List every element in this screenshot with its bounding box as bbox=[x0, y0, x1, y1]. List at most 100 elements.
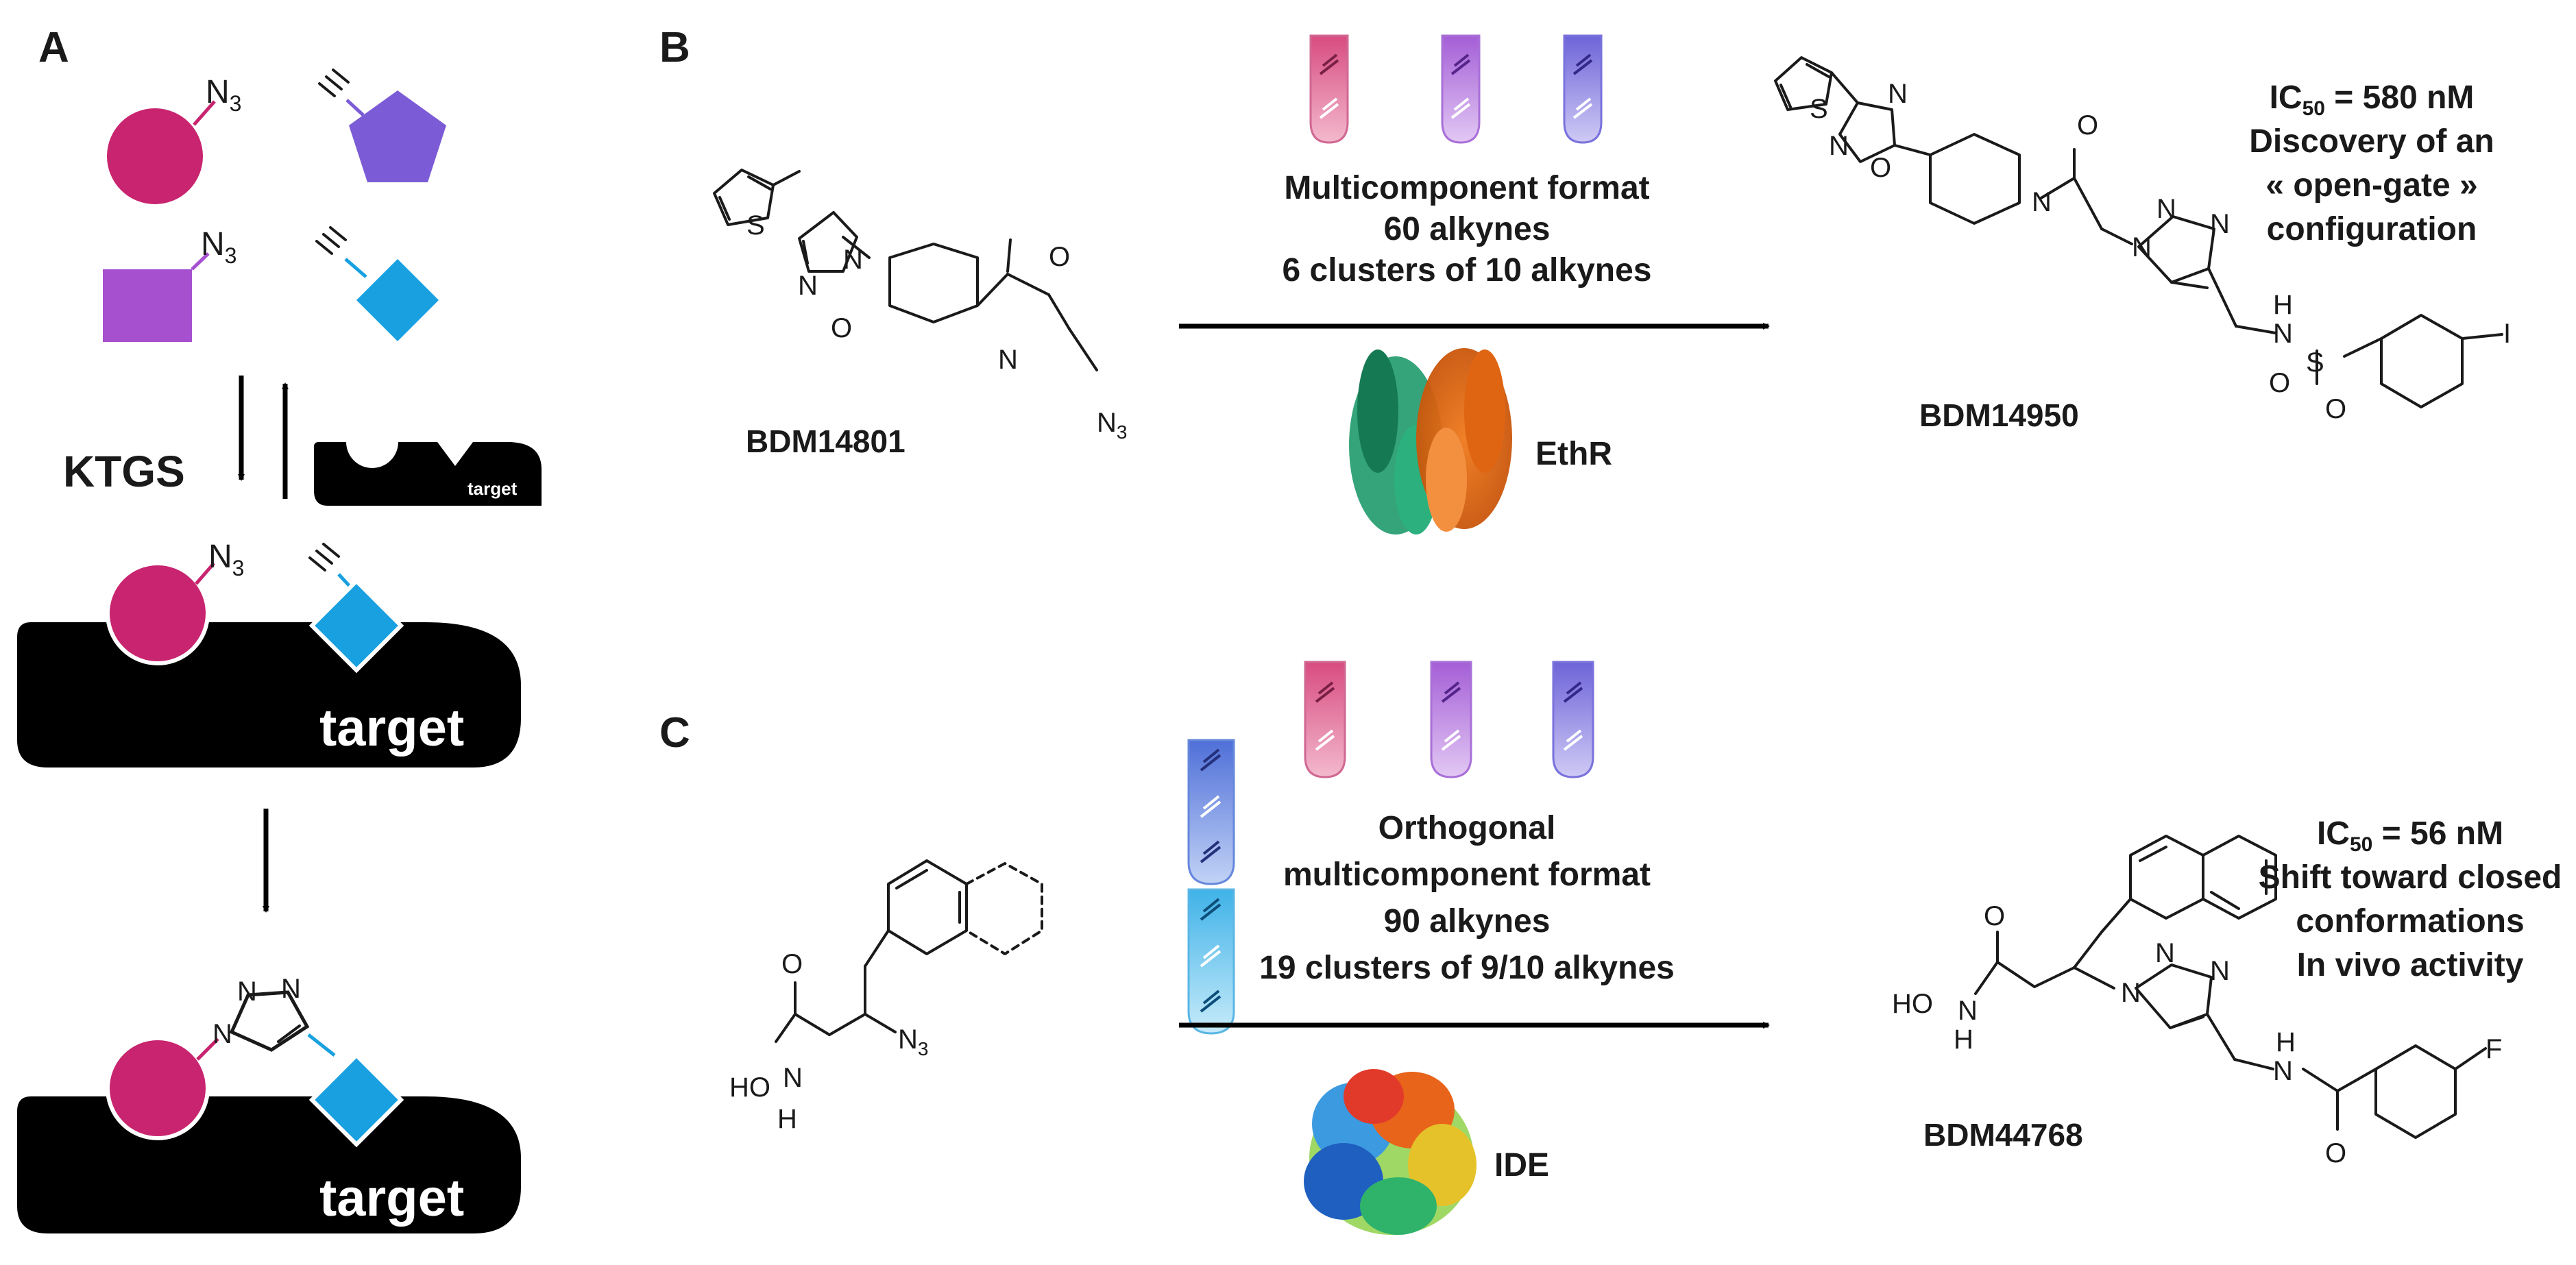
ethr-label: EthR bbox=[1535, 436, 1612, 472]
bound-azide-linker bbox=[195, 562, 215, 585]
bdm14801-structure bbox=[713, 169, 1098, 371]
bdm14801-s-atom: S bbox=[746, 210, 765, 241]
c-ic50: IC50 = 56 nM bbox=[2317, 815, 2503, 856]
alkyne-triple-bond-icon bbox=[318, 69, 350, 97]
bdm14801-o-atom: O bbox=[831, 313, 852, 343]
tube-violet-icon bbox=[1441, 34, 1481, 144]
c-tube-blue-icon bbox=[1187, 739, 1235, 885]
bdm14950-o-carbonyl: O bbox=[2077, 110, 2098, 140]
bound-blue-diamond bbox=[308, 578, 404, 674]
azide-linker-2 bbox=[191, 252, 210, 271]
ktgs-label: KTGS bbox=[63, 447, 185, 496]
c-tube-pink-icon bbox=[1304, 661, 1346, 778]
c-start-azide: N3 bbox=[898, 1024, 928, 1059]
target-label-2: target bbox=[319, 1169, 464, 1227]
bdm14950-n-atom-1: N bbox=[1888, 79, 1908, 109]
product-magenta-circle bbox=[106, 1036, 210, 1140]
bound-azide-label: N3 bbox=[208, 539, 244, 580]
c-start-ho: HO bbox=[729, 1072, 770, 1103]
c-format-line-4: 19 clusters of 9/10 alkynes bbox=[1259, 950, 1675, 986]
bdm44768-h: H bbox=[1954, 1024, 1973, 1055]
product-blue-diamond bbox=[308, 1052, 404, 1148]
b-note-1: Discovery of an bbox=[2249, 123, 2494, 160]
panel-c: C O HO N H N3 bbox=[659, 661, 2562, 1235]
triazole-n1: N bbox=[212, 1019, 232, 1049]
tube-indigo-icon bbox=[1563, 34, 1603, 144]
azide-linker bbox=[193, 100, 216, 126]
ide-label: IDE bbox=[1494, 1147, 1549, 1183]
bdm44768-label: BDM44768 bbox=[1923, 1117, 2083, 1153]
bdm14950-o-sulfonyl-1: O bbox=[2269, 368, 2290, 398]
bdm44768-amide-o: O bbox=[2325, 1138, 2346, 1168]
bound-magenta-circle bbox=[106, 561, 210, 665]
bdm44768-n: N bbox=[1958, 996, 1978, 1026]
c-note-1: Shift toward closed bbox=[2259, 859, 2562, 896]
bdm44768-structure bbox=[1974, 835, 2487, 1139]
bdm44768-amide-n: N bbox=[2273, 1056, 2293, 1086]
bdm44768-triazole-n2: N bbox=[2155, 938, 2175, 968]
bdm14950-o-sulfonyl-2: O bbox=[2325, 394, 2346, 424]
c-start-o-atom: O bbox=[781, 949, 803, 979]
c-start-h: H bbox=[777, 1104, 797, 1134]
bdm14801-n-atom-2: N bbox=[798, 271, 818, 301]
azide-label-2: N3 bbox=[201, 226, 236, 268]
bdm14950-nh-n: N bbox=[2273, 319, 2293, 349]
c-tube-violet-icon bbox=[1430, 661, 1472, 778]
bdm14950-label: BDM14950 bbox=[1919, 397, 2079, 433]
bdm14950-triazole-n2: N bbox=[2156, 194, 2176, 224]
bdm44768-fluorine: F bbox=[2486, 1034, 2502, 1064]
bdm44768-triazole-n1: N bbox=[2121, 978, 2141, 1008]
bdm14950-structure bbox=[1774, 56, 2503, 408]
triazole-ring-icon bbox=[229, 990, 310, 1052]
ethr-protein-structure-icon bbox=[1349, 348, 1512, 535]
bdm14950-n-atom-2: N bbox=[1829, 131, 1849, 161]
panel-a-label: A bbox=[38, 24, 69, 71]
bdm44768-amide-h: H bbox=[2276, 1027, 2296, 1057]
c-format-line-2: multicomponent format bbox=[1283, 857, 1651, 893]
bdm14950-s-sulfonyl: S bbox=[2306, 347, 2324, 378]
b-format-line-1: Multicomponent format bbox=[1284, 170, 1649, 206]
bdm14801-azide: N3 bbox=[1097, 408, 1127, 443]
c-format-line-1: Orthogonal bbox=[1378, 810, 1556, 846]
alkyne-triple-bond-icon-2 bbox=[315, 226, 347, 255]
b-ic50: IC50 = 580 nM bbox=[2270, 79, 2475, 120]
c-tube-cyan-icon bbox=[1187, 888, 1235, 1035]
c-start-structure bbox=[775, 859, 1043, 1043]
target-binding-pocket bbox=[17, 622, 521, 767]
b-note-2: « open-gate » bbox=[2265, 167, 2477, 204]
blue-diamond-building-block bbox=[356, 259, 439, 341]
b-format-line-3: 6 clusters of 10 alkynes bbox=[1283, 252, 1652, 288]
product-blue-linker bbox=[307, 1033, 336, 1057]
bdm44768-triazole-n3: N bbox=[2210, 956, 2230, 986]
bdm14801-n-atom-1: N bbox=[843, 245, 863, 275]
panel-b-label: B bbox=[659, 24, 690, 71]
bdm14801-o-carbonyl: O bbox=[1049, 242, 1070, 272]
bdm14950-iodine: I bbox=[2503, 319, 2511, 349]
bdm14950-o-atom: O bbox=[1870, 153, 1891, 183]
target-label: target bbox=[319, 699, 464, 757]
b-format-line-2: 60 alkynes bbox=[1384, 211, 1551, 247]
purple-square-building-block bbox=[103, 269, 192, 342]
small-target-icon bbox=[314, 442, 542, 506]
c-tube-indigo-icon bbox=[1552, 661, 1594, 778]
purple-pentagon-building-block bbox=[349, 90, 446, 182]
bdm14801-label: BDM14801 bbox=[746, 423, 906, 459]
alkyne-linker bbox=[345, 99, 365, 116]
bdm14950-nh-h: H bbox=[2273, 290, 2293, 320]
panel-a: A N3 N3 KTGS target bbox=[17, 24, 542, 1233]
panel-c-label: C bbox=[659, 709, 690, 757]
c-format-line-3: 90 alkynes bbox=[1384, 903, 1551, 939]
bdm14801-n-piperidine: N bbox=[998, 345, 1018, 375]
ide-protein-structure-icon bbox=[1304, 1069, 1477, 1235]
triazole-n3: N bbox=[281, 974, 301, 1004]
c-note-3: In vivo activity bbox=[2297, 947, 2524, 983]
c-start-n: N bbox=[783, 1063, 803, 1093]
panel-b: B S N N O N O N3 BDM14801 bbox=[659, 24, 2511, 535]
bdm14950-s-atom: S bbox=[1810, 94, 1828, 124]
bdm14950-triazole-n3: N bbox=[2210, 209, 2230, 239]
alkyne-linker-2 bbox=[344, 258, 367, 278]
bdm14950-n-piperidine: N bbox=[2032, 187, 2052, 217]
triazole-n2: N bbox=[237, 977, 257, 1007]
small-target-label: target bbox=[467, 478, 518, 499]
